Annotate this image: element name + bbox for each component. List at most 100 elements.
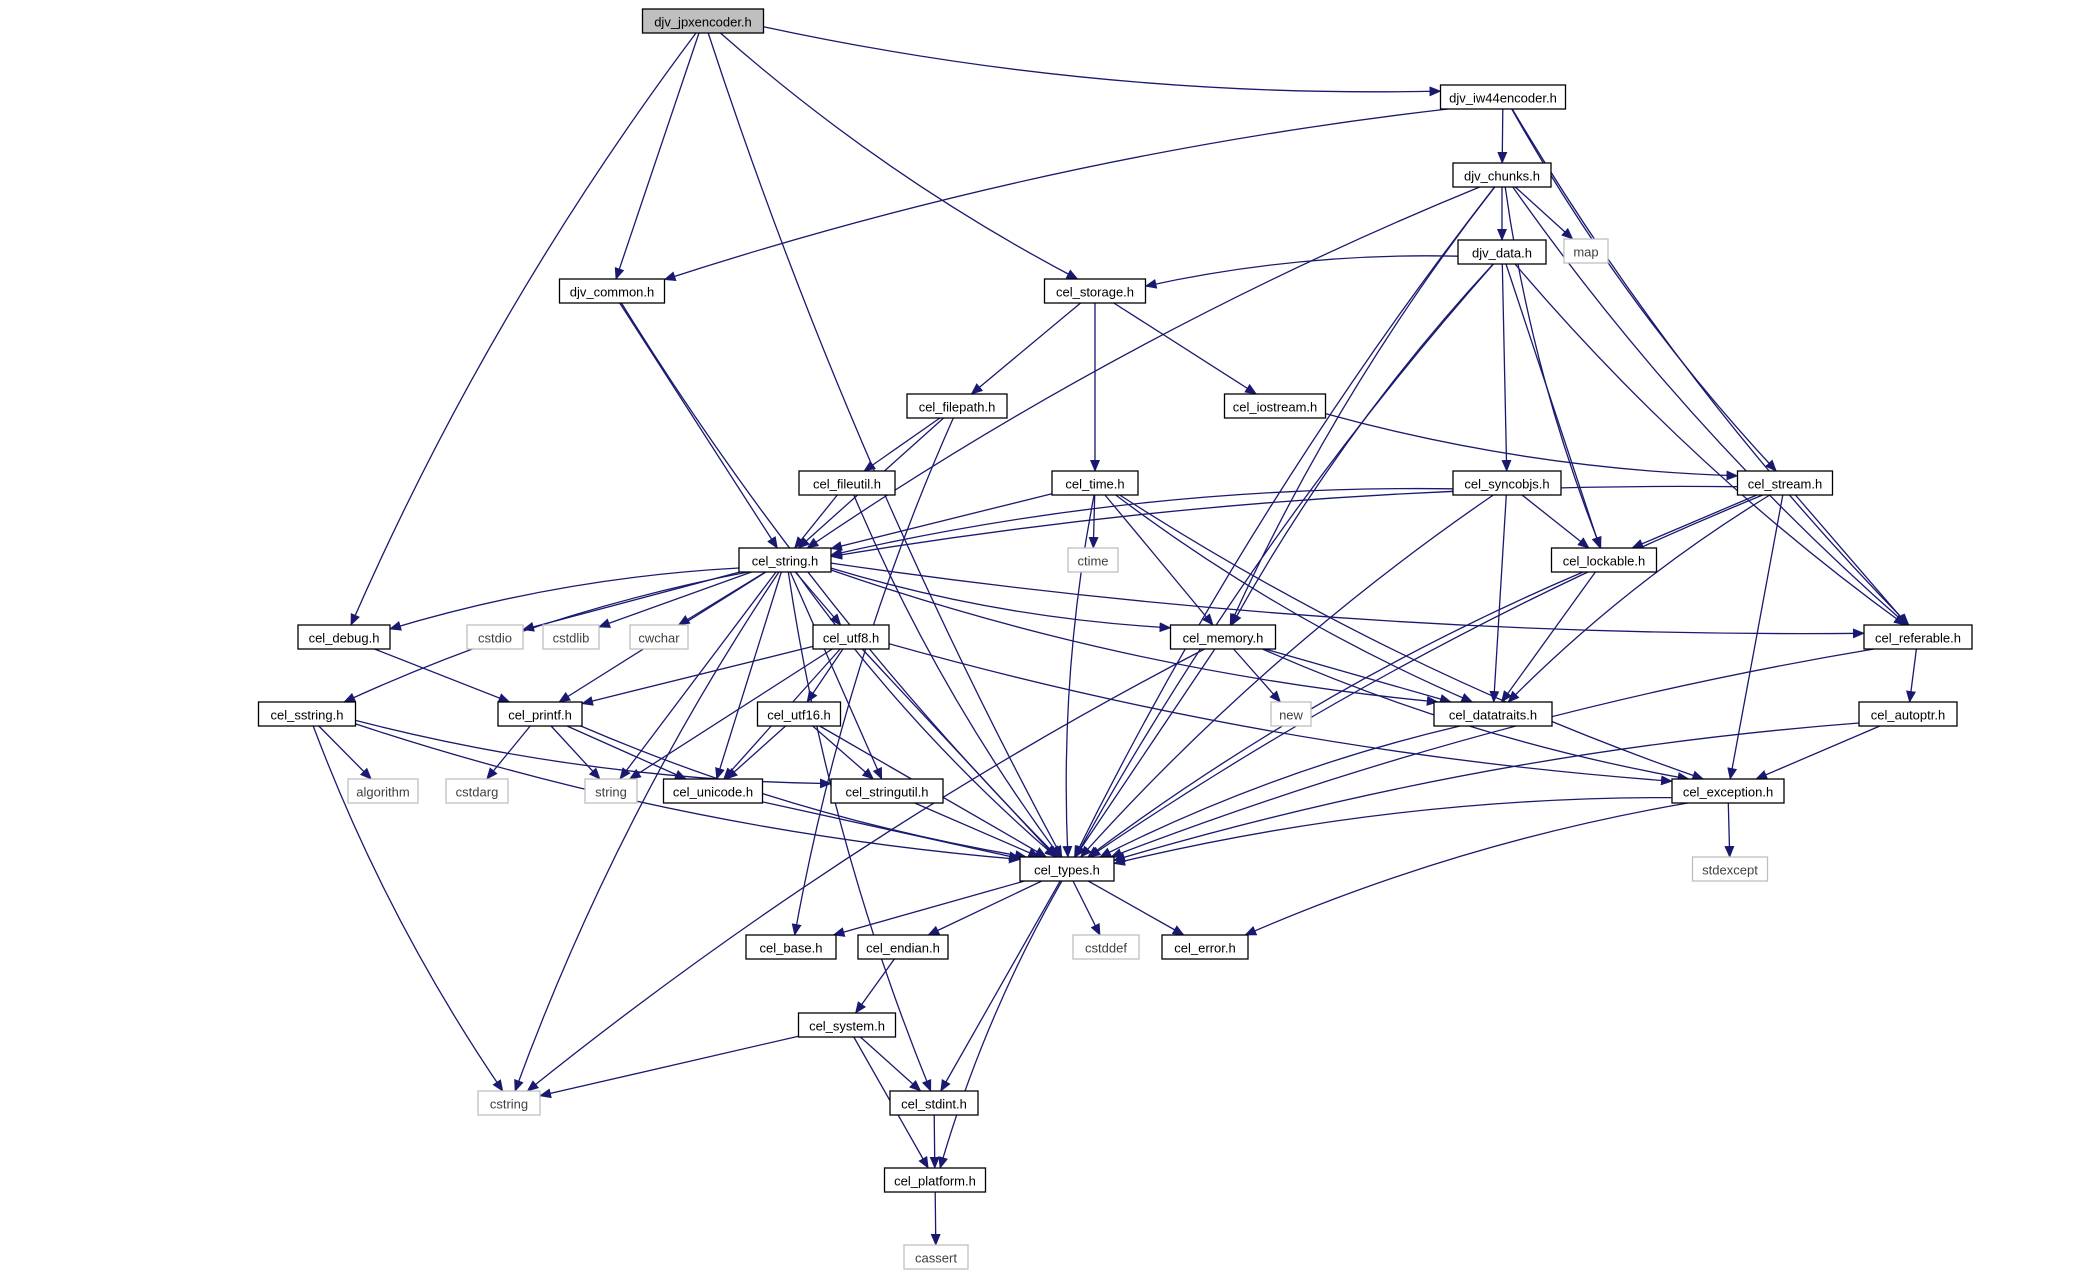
node-djv-iw44encoder[interactable]: djv_iw44encoder.h: [1439, 84, 1567, 110]
edge-djv_jpxencoder-to-cel_types: [707, 32, 1063, 858]
node-cel-time[interactable]: cel_time.h: [1051, 470, 1139, 496]
edge-cel_exception-to-cel_types: [1113, 796, 1673, 866]
node-box: [584, 778, 638, 804]
node-box: [1169, 624, 1277, 650]
node-cel-lockable[interactable]: cel_lockable.h: [1550, 547, 1658, 573]
node-map: map: [1563, 238, 1609, 264]
edge-cel_fileutil-to-cel_string: [794, 494, 838, 549]
node-box: [629, 624, 689, 650]
edge-cel_syncobjs-to-cel_datatraits: [1489, 494, 1507, 703]
edge-cel_syncobjs-to-cel_string: [830, 487, 1454, 558]
edge-cel_string-to-cel_types: [795, 571, 1057, 858]
node-box: [1691, 856, 1769, 882]
edge-cel_syncobjs-to-cel_lockable: [1521, 494, 1590, 549]
node-cel-types[interactable]: cel_types.h: [1019, 856, 1115, 882]
edge-djv_jpxencoder-to-djv_common: [614, 32, 700, 280]
node-box: [1223, 393, 1327, 419]
node-cel-filepath[interactable]: cel_filepath.h: [906, 393, 1008, 419]
node-cel-sstring[interactable]: cel_sstring.h: [257, 701, 357, 727]
node-cel-utf8[interactable]: cel_utf8.h: [812, 624, 890, 650]
edge-cel_time-to-cel_datatraits: [1115, 494, 1474, 703]
node-box: [1858, 701, 1958, 727]
node-cel-autoptr[interactable]: cel_autoptr.h: [1858, 701, 1958, 727]
node-cel-system[interactable]: cel_system.h: [797, 1012, 897, 1038]
node-cel-referable[interactable]: cel_referable.h: [1863, 624, 1973, 650]
node-djv-common[interactable]: djv_common.h: [558, 278, 666, 304]
edge-djv_data-to-cel_syncobjs: [1501, 263, 1512, 472]
edge-cel_time-to-cel_memory: [1104, 494, 1214, 626]
edge-cel_unicode-to-cel_types: [762, 801, 1021, 862]
node-box: [903, 1244, 969, 1270]
edge-cel_printf-to-cel_unicode: [566, 725, 687, 780]
node-box: [347, 778, 419, 804]
node-box: [1433, 701, 1553, 727]
node-label: djv_data.h: [1472, 246, 1532, 261]
node-djv-data[interactable]: djv_data.h: [1457, 239, 1547, 265]
node-cel-datatraits[interactable]: cel_datatraits.h: [1433, 701, 1553, 727]
node-label: djv_jpxencoder.h: [654, 15, 752, 30]
node-label: cstring: [490, 1097, 528, 1112]
edge-cel_referable-to-cel_types: [1110, 648, 1875, 858]
edge-djv_chunks-to-map: [1514, 186, 1574, 240]
edge-cel_printf-to-cel_types: [580, 725, 1028, 861]
node-label: ctime: [1077, 554, 1108, 569]
edge-djv_chunks-to-cel_string: [806, 186, 1480, 549]
node-cel-base[interactable]: cel_base.h: [745, 934, 837, 960]
edge-cel_stream-to-cel_types: [1088, 494, 1763, 858]
edge-cel_lockable-to-cel_types: [1087, 571, 1584, 858]
node-cel-iostream[interactable]: cel_iostream.h: [1223, 393, 1327, 419]
node-cel-printf[interactable]: cel_printf.h: [497, 701, 583, 727]
node-label: cel_stdint.h: [901, 1097, 967, 1112]
node-cel-unicode[interactable]: cel_unicode.h: [662, 778, 764, 804]
node-cel-fileutil[interactable]: cel_fileutil.h: [798, 470, 896, 496]
node-box: [812, 624, 890, 650]
node-label: cel_debug.h: [309, 631, 380, 646]
node-box: [830, 778, 944, 804]
node-label: cel_referable.h: [1875, 631, 1961, 646]
node-cel-string[interactable]: cel_string.h: [738, 547, 832, 573]
node-box: [1550, 547, 1658, 573]
edge-cel_types-to-cel_stdint: [940, 880, 1061, 1092]
node-cel-memory[interactable]: cel_memory.h: [1169, 624, 1277, 650]
node-label: cstdio: [478, 631, 512, 646]
node-cel-stdint[interactable]: cel_stdint.h: [889, 1090, 979, 1116]
node-cel-stringutil[interactable]: cel_stringutil.h: [830, 778, 944, 804]
node-box: [1452, 470, 1562, 496]
edge-cel_memory-to-cel_exception: [1262, 648, 1690, 782]
node-cel-syncobjs[interactable]: cel_syncobjs.h: [1452, 470, 1562, 496]
node-cstddef: cstddef: [1072, 934, 1140, 960]
edge-cel_utf8-to-cel_printf: [581, 645, 814, 706]
node-djv-jpxencoder[interactable]: djv_jpxencoder.h: [641, 8, 765, 34]
node-djv-chunks[interactable]: djv_chunks.h: [1452, 162, 1552, 188]
node-cel-storage[interactable]: cel_storage.h: [1043, 278, 1147, 304]
node-cel-debug[interactable]: cel_debug.h: [297, 624, 391, 650]
node-label: cel_endian.h: [866, 941, 940, 956]
node-box: [1863, 624, 1973, 650]
edge-cel_fileutil-to-cel_types: [853, 494, 1061, 858]
node-cel-utf16[interactable]: cel_utf16.h: [756, 701, 842, 727]
edge-cel_utf8-to-cel_exception: [888, 643, 1673, 786]
edge-cel_stream-to-cel_datatraits: [1507, 494, 1771, 703]
node-box: [883, 1167, 987, 1193]
node-label: stdexcept: [1702, 863, 1758, 878]
node-label: cel_platform.h: [894, 1174, 976, 1189]
node-cel-stream[interactable]: cel_stream.h: [1736, 470, 1834, 496]
edge-djv_chunks-to-cel_lockable: [1504, 186, 1602, 549]
node-label: cel_unicode.h: [673, 785, 753, 800]
node-label: string: [595, 785, 627, 800]
node-new: new: [1270, 701, 1312, 727]
edge-cel_autoptr-to-cel_exception: [1755, 725, 1881, 780]
node-cel-exception[interactable]: cel_exception.h: [1671, 778, 1785, 804]
node-box: [745, 934, 837, 960]
node-label: new: [1279, 708, 1303, 723]
node-cel-endian[interactable]: cel_endian.h: [857, 934, 949, 960]
node-label: cel_filepath.h: [919, 400, 996, 415]
node-box: [1051, 470, 1139, 496]
node-cel-platform[interactable]: cel_platform.h: [883, 1167, 987, 1193]
edge-cel_memory-to-cel_datatraits: [1264, 648, 1452, 704]
edge-djv_data-to-cel_storage: [1144, 255, 1459, 289]
edge-cel_types-to-cel_error: [1087, 880, 1185, 936]
edge-cel_storage-to-cel_filepath: [970, 302, 1082, 395]
node-cel-error[interactable]: cel_error.h: [1161, 934, 1249, 960]
